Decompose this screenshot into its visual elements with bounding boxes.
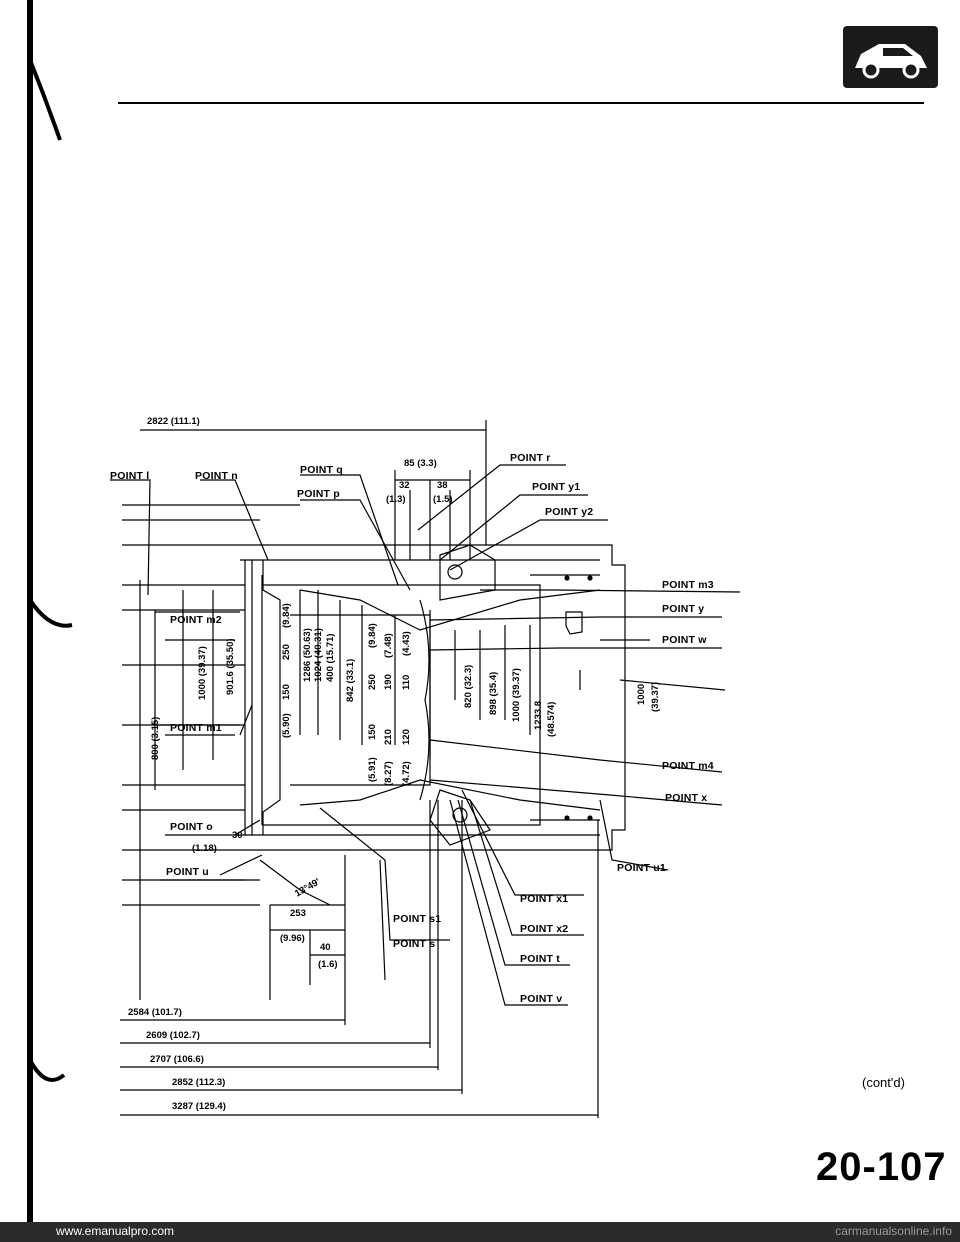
dimension-1233-8: 1233.8 — [533, 700, 544, 730]
dimension-1-5: (1.5) — [433, 494, 453, 505]
label-point-y: POINT y — [662, 603, 705, 615]
label-point-x1: POINT x1 — [520, 893, 569, 905]
dimension-1024: 1024 (40.31) — [313, 628, 324, 682]
dimension-bottom-5: 3287 (129.4) — [172, 1101, 226, 1112]
dimension-1000c: 1000 — [636, 683, 647, 705]
dimension-48-574: (48.574) — [546, 701, 557, 737]
label-point-s1: POINT s1 — [393, 913, 442, 925]
dimension-32: 32 — [399, 480, 410, 491]
dimension-bottom-4: 2852 (112.3) — [172, 1077, 226, 1088]
dimension-5-90: (5.90) — [281, 713, 292, 738]
label-point-y2: POINT y2 — [545, 506, 594, 518]
dimension-901-6: 901.6 (35.50) — [225, 638, 236, 695]
label-point-r: POINT r — [510, 452, 551, 464]
dimension-190: 190 — [383, 674, 394, 690]
dimension-4-43: (4.43) — [401, 631, 412, 656]
label-point-u: POINT u — [166, 866, 209, 878]
page-number: 20-107 — [816, 1145, 947, 1189]
dimension-85: 85 (3.3) — [404, 458, 437, 469]
dimension-400: 400 (15.71) — [325, 633, 336, 682]
label-point-x: POINT x — [665, 792, 708, 804]
label-point-y1: POINT y1 — [532, 481, 581, 493]
dimension-8-27: (8.27) — [383, 761, 394, 786]
label-point-m2: POINT m2 — [170, 614, 222, 626]
dimension-30: 30 — [232, 830, 243, 841]
dimension-253: 253 — [290, 908, 306, 919]
dimension-250b: 250 — [367, 674, 378, 690]
label-point-p: POINT p — [297, 488, 340, 500]
dimension-4-72: (4.72) — [401, 761, 412, 786]
dimension-5-91: (5.91) — [367, 757, 378, 782]
dimension-800: 800 (3.15) — [150, 716, 161, 760]
label-point-s: POINT s — [393, 938, 436, 950]
footer-link-left[interactable]: www.emanualpro.com — [56, 1224, 175, 1238]
dimension-9-84b: (9.84) — [367, 623, 378, 648]
label-point-u1: POINT u1 — [617, 862, 666, 874]
dimension-1000b: 1000 (39.37) — [511, 668, 522, 722]
label-point-m4: POINT m4 — [662, 760, 714, 772]
dimension-150a: 150 — [281, 684, 292, 700]
label-point-v: POINT v — [520, 993, 563, 1005]
label-point-w: POINT w — [662, 634, 707, 646]
label-point-m3: POINT m3 — [662, 579, 714, 591]
dimension-bottom-3: 2707 (106.6) — [150, 1054, 204, 1065]
dimension-bottom-1: 2584 (101.7) — [128, 1007, 182, 1018]
dimension-1286: 1286 (50.63) — [302, 628, 313, 682]
dimension-210: 210 — [383, 729, 394, 745]
dimension-1000a: 1000 (39.37) — [197, 646, 208, 700]
dimension-250a: 250 — [281, 644, 292, 660]
dimension-7-48: (7.48) — [383, 633, 394, 658]
label-point-q: POINT q — [300, 464, 343, 476]
label-point-n: POINT n — [195, 470, 238, 482]
dimension-150b: 150 — [367, 724, 378, 740]
continued-note: (cont'd) — [862, 1075, 905, 1090]
dimension-120: 120 — [401, 729, 412, 745]
label-point-x2: POINT x2 — [520, 923, 569, 935]
dimension-9-84a: (9.84) — [281, 603, 292, 628]
dimension-top: 2822 (111.1) — [147, 416, 200, 427]
dimension-842: 842 (33.1) — [345, 658, 356, 702]
dimension-9-96: (9.96) — [280, 933, 305, 944]
label-point-o: POINT o — [170, 821, 213, 833]
dimension-110: 110 — [401, 674, 412, 690]
dimension-39-37c: (39.37) — [650, 681, 661, 712]
dimension-40: 40 — [320, 942, 331, 953]
footer-link-right[interactable]: carmanualsonline.info — [835, 1224, 952, 1238]
car-body-icon — [843, 26, 938, 88]
footer-bar: www.emanualpro.com carmanualsonline.info — [0, 1222, 960, 1242]
dimension-820: 820 (32.3) — [463, 664, 474, 708]
dimension-38: 38 — [437, 480, 448, 491]
dimension-1-6: (1.6) — [318, 959, 338, 970]
dimension-bottom-2: 2609 (102.7) — [146, 1030, 200, 1041]
label-point-l: POINT l — [110, 470, 150, 482]
dimension-1-18: (1.18) — [192, 843, 217, 854]
dimension-898: 898 (35.4) — [488, 671, 499, 715]
label-point-m1: POINT m1 — [170, 722, 222, 734]
dimension-1-3: (1.3) — [386, 494, 406, 505]
label-point-t: POINT t — [520, 953, 560, 965]
